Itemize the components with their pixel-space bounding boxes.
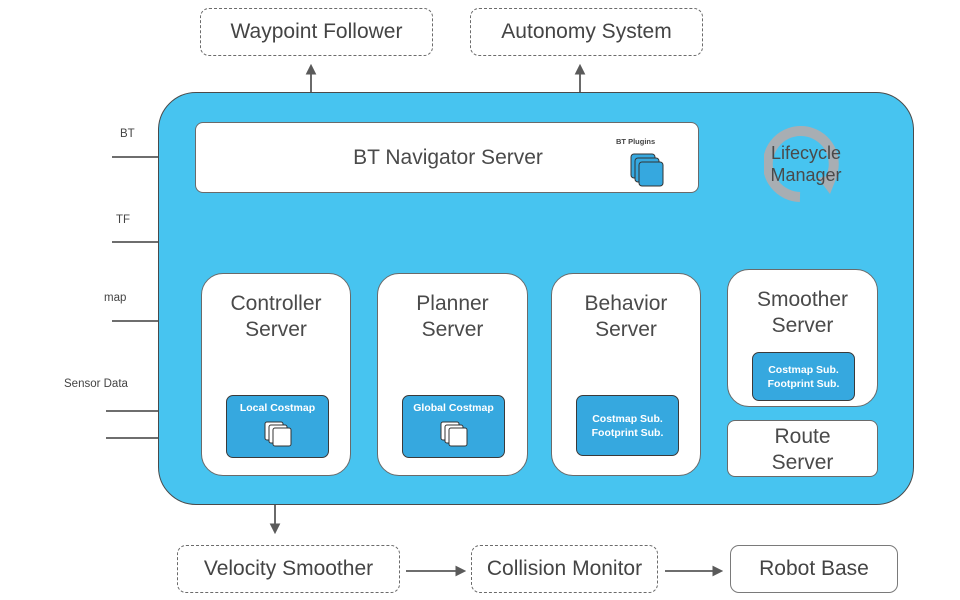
- behavior-server: Behavior Server Costmap Sub. Footprint S…: [551, 273, 701, 476]
- route-server-line1: Route: [774, 425, 831, 448]
- collision-monitor-label: Collision Monitor: [486, 557, 643, 580]
- behavior-footprint-sub: Footprint Sub.: [591, 426, 664, 439]
- tf-input-label: TF: [116, 214, 131, 226]
- controller-server-line1: Controller: [230, 292, 322, 315]
- smoother-server-line2: Server: [771, 314, 834, 337]
- controller-server-line2: Server: [245, 318, 307, 341]
- smoother-subscriptions: Costmap Sub. Footprint Sub.: [752, 352, 855, 401]
- costmap-layers-icon: [264, 421, 291, 447]
- planner-server-line2: Server: [421, 318, 484, 341]
- route-server-line2: Server: [771, 451, 834, 474]
- autonomy-system-box: Autonomy System: [470, 8, 703, 56]
- lifecycle-manager: Lifecycle Manager: [760, 120, 856, 204]
- autonomy-system-label: Autonomy System: [501, 20, 672, 43]
- collision-monitor-box: Collision Monitor: [471, 545, 658, 593]
- lifecycle-icon: [764, 126, 839, 202]
- planner-server: Planner Server Global Costmap: [377, 273, 528, 476]
- waypoint-follower-box: Waypoint Follower: [200, 8, 433, 56]
- smoother-server-line1: Smoother: [756, 288, 849, 311]
- planner-server-line1: Planner: [416, 292, 489, 315]
- route-server: Route Server: [727, 420, 878, 477]
- global-costmap: Global Costmap: [402, 395, 505, 458]
- behavior-costmap-sub: Costmap Sub.: [592, 412, 663, 425]
- behavior-server-line2: Server: [595, 318, 657, 341]
- smoother-footprint-sub: Footprint Sub.: [767, 377, 840, 390]
- bt-navigator-server: BT Navigator Server BT Plugins: [195, 122, 699, 193]
- bt-input-label: BT: [120, 128, 135, 140]
- bt-navigator-title: BT Navigator Server: [353, 146, 543, 169]
- behavior-subscriptions: Costmap Sub. Footprint Sub.: [576, 395, 679, 456]
- behavior-server-line1: Behavior: [584, 292, 668, 315]
- velocity-smoother-box: Velocity Smoother: [177, 545, 400, 593]
- sensor-data-label: Sensor Data: [64, 378, 128, 390]
- lifecycle-label-1: Lifecycle: [770, 143, 842, 163]
- smoother-server: Smoother Server Costmap Sub. Footprint S…: [727, 269, 878, 407]
- robot-base-label: Robot Base: [759, 557, 869, 580]
- velocity-smoother-label: Velocity Smoother: [203, 557, 374, 580]
- bt-plugins-label: BT Plugins: [616, 137, 656, 146]
- local-costmap-label: Local Costmap: [239, 402, 316, 414]
- costmap-layers-icon: [440, 421, 467, 447]
- local-costmap: Local Costmap: [226, 395, 329, 458]
- waypoint-follower-label: Waypoint Follower: [230, 20, 403, 43]
- plugins-stack-icon: [630, 153, 664, 187]
- map-input-label: map: [104, 292, 127, 304]
- global-costmap-label: Global Costmap: [413, 402, 494, 414]
- smoother-costmap-sub: Costmap Sub.: [768, 363, 839, 376]
- robot-base-box: Robot Base: [730, 545, 898, 593]
- controller-server: Controller Server Local Costmap: [201, 273, 351, 476]
- lifecycle-label-2: Manager: [770, 165, 842, 185]
